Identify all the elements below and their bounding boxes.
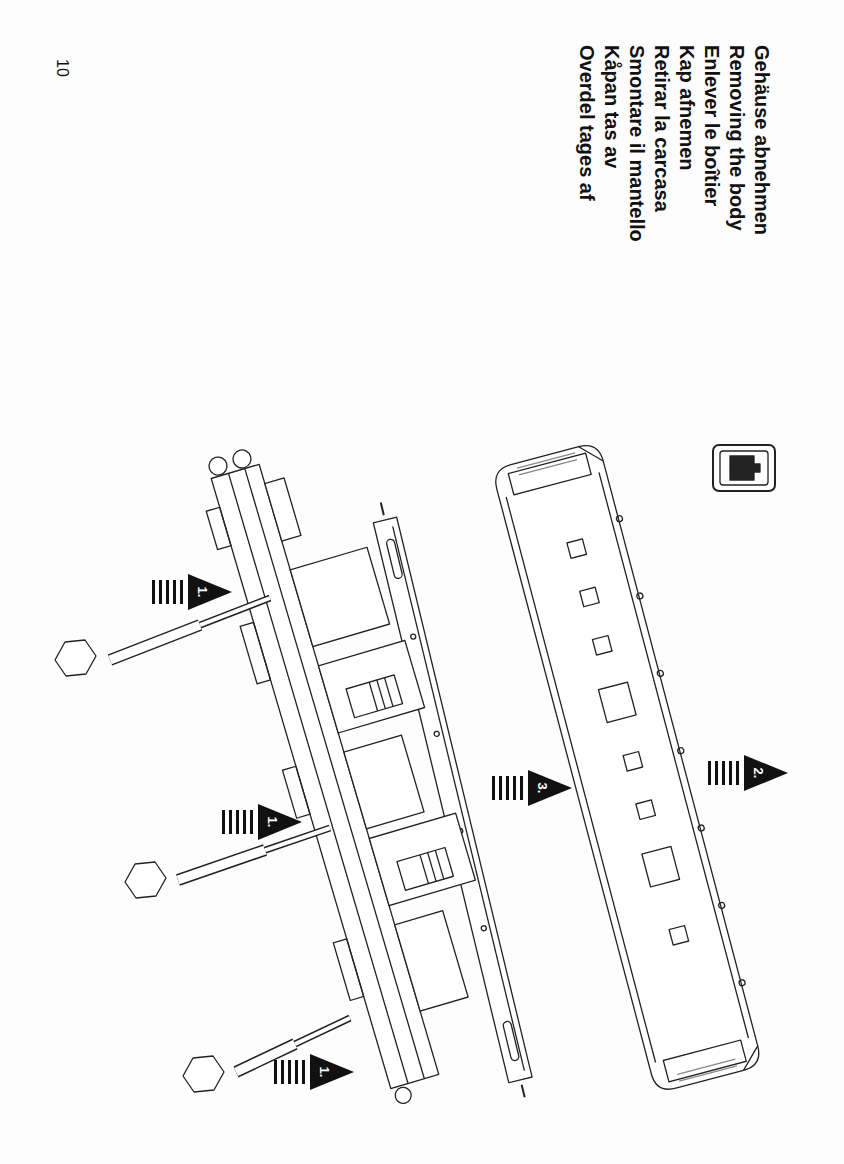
callout-number: 3. (536, 783, 549, 794)
heading-line: Removing the body (727, 45, 747, 231)
callout-number: 2. (752, 768, 765, 779)
heading-line: Gehäuse abnehmen (752, 45, 772, 235)
body-shell (492, 441, 767, 1094)
heading-line: Kåpan tas av (602, 45, 622, 168)
screwdriver (55, 598, 270, 676)
callout-arrow (152, 574, 788, 1090)
heading-line: Smontare il mantello (627, 45, 647, 242)
callout-number: 1. (196, 587, 209, 598)
heading-line: Enlever le boîtier (702, 45, 722, 206)
heading-line: Overdel tages af (577, 45, 597, 201)
icon (713, 445, 775, 491)
callout-number: 1. (318, 1067, 331, 1078)
heading-line: Kap afnemen (677, 45, 697, 171)
heading-line: Retirar la carcasa (652, 45, 672, 212)
chassis (192, 421, 530, 1110)
page-number: 10 (54, 59, 70, 77)
callout-number: 1. (266, 817, 279, 828)
screwdriver (125, 828, 330, 898)
